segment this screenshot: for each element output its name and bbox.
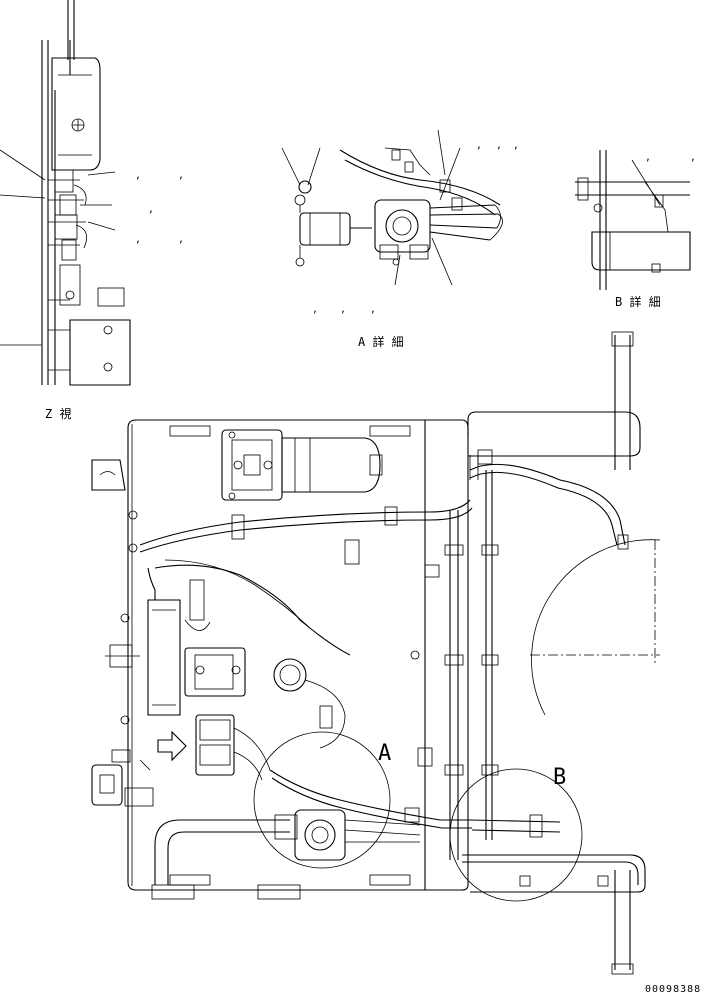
z-view-label: Z 視 — [45, 406, 71, 421]
svg-text:,: , — [645, 152, 651, 163]
main-view: A — [91, 331, 661, 975]
svg-text:,: , — [312, 304, 318, 315]
svg-text:,: , — [513, 140, 519, 151]
svg-text:,: , — [690, 152, 696, 163]
svg-text:,: , — [370, 304, 376, 315]
view-arrow-icon — [157, 730, 187, 762]
svg-text:,: , — [340, 304, 346, 315]
svg-text:,: , — [135, 170, 141, 181]
b-detail-label: B 詳 細 — [615, 294, 661, 309]
b-detail: , , B 詳 細 — [575, 150, 696, 309]
svg-text:,: , — [178, 170, 184, 181]
svg-text:,: , — [178, 234, 184, 245]
svg-text:,: , — [135, 234, 141, 245]
callout-a: A — [378, 741, 391, 766]
a-detail: , , , , , , A 詳 細 — [281, 129, 519, 349]
drawing-number: 00098388 — [645, 984, 701, 995]
callout-b: B — [553, 765, 566, 790]
z-view: , , , , , Z 視 — [0, 0, 184, 421]
svg-text:,: , — [496, 140, 502, 151]
a-detail-label: A 詳 細 — [358, 334, 404, 349]
svg-text:,: , — [476, 140, 482, 151]
svg-text:,: , — [148, 204, 154, 215]
